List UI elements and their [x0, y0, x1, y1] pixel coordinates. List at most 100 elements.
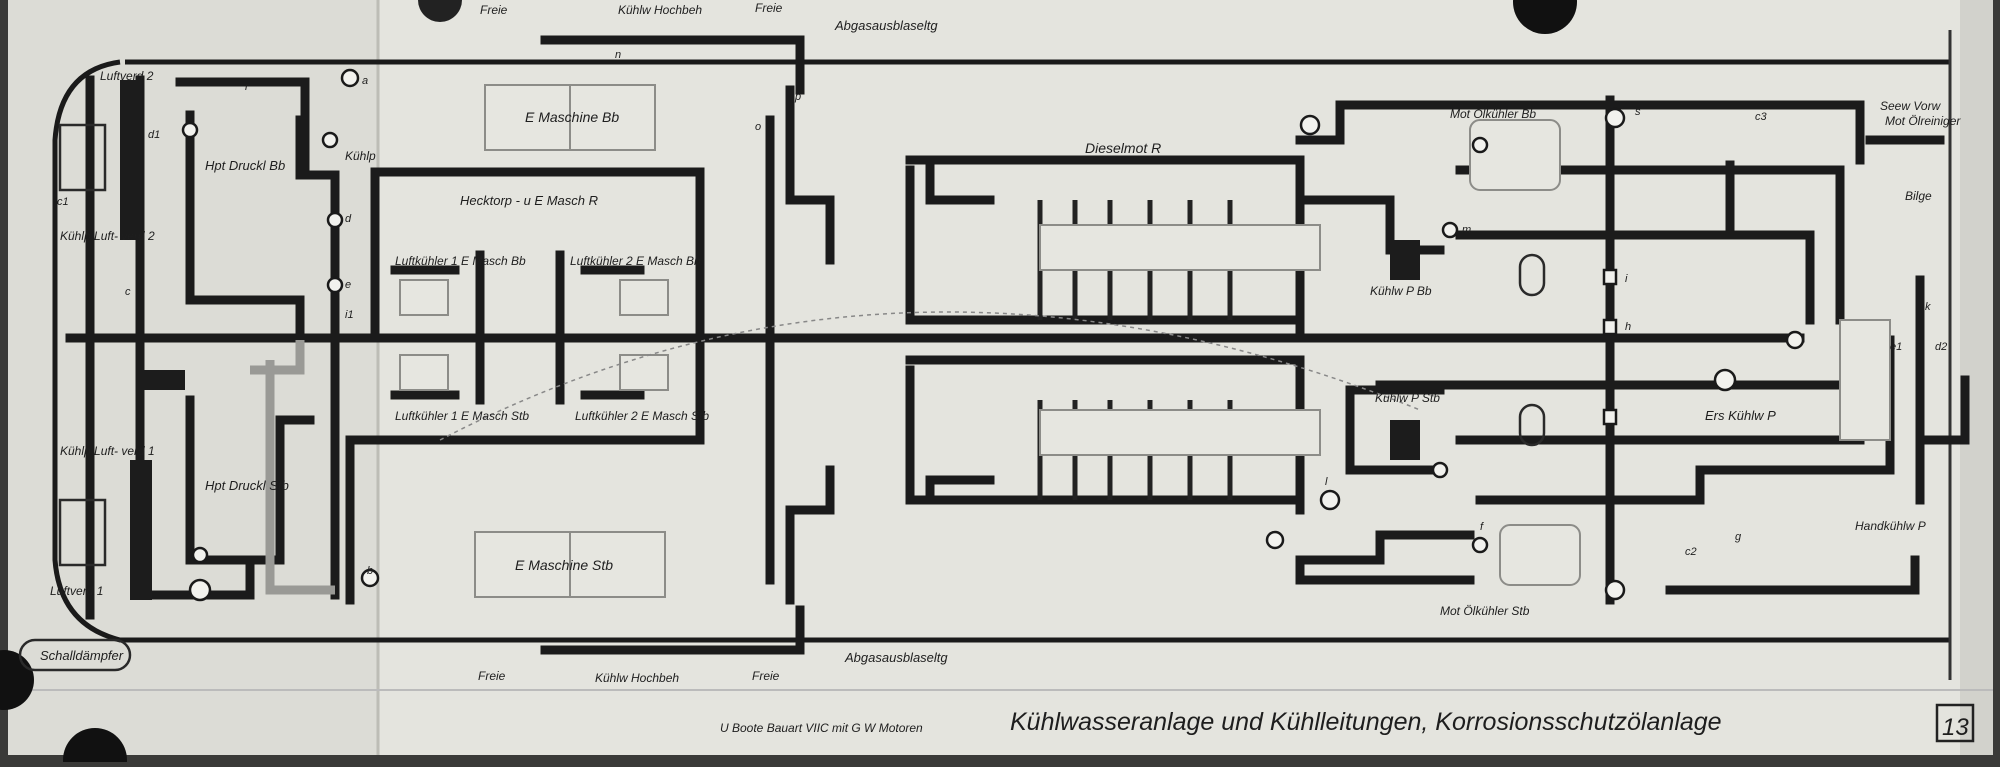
label-kuehlw-p-stb: Kühlw P Stb [1375, 391, 1440, 405]
bb-supply-pipe [175, 77, 340, 600]
schalldaempfer-body [18, 638, 132, 672]
label-ers-kuehlw-p: Ers Kühlw P [1705, 408, 1776, 423]
gray-bypass-pipe [250, 340, 305, 375]
letter-c: c [125, 286, 131, 298]
valve-i-bb [1602, 268, 1618, 286]
valve-b [360, 568, 380, 588]
label-hpt-druckl-bb: Hpt Druckl Bb [205, 158, 285, 173]
luftverd-2-block [120, 80, 142, 240]
diagram-caption: Kühlwasseranlage und Kühlleitungen, Korr… [1010, 708, 1722, 736]
luftkuehler-2-bb-box [619, 279, 669, 316]
label-e-maschine-stb: E Maschine Stb [515, 557, 613, 573]
letter-g: g [1735, 531, 1742, 543]
diesel-stb-loop [905, 365, 1305, 505]
diesel-stb-block [1039, 409, 1321, 456]
label-seew-vorw: Seew Vorw [1880, 99, 1942, 113]
letter-f: f [1480, 521, 1484, 533]
letter-r: r [245, 81, 250, 93]
valve-oelkuehler-stb [1471, 536, 1489, 554]
valve-e [326, 276, 344, 294]
label-freie-top2: Freie [755, 1, 783, 15]
luftverd-1-block [130, 460, 152, 600]
valve-r-bb [1299, 114, 1321, 136]
sheet-number-box [1935, 703, 1975, 743]
valve-a-bb [1604, 107, 1626, 129]
label-luftverd2: Luftverd 2 [100, 69, 154, 83]
diesel-manifold-pipes [925, 155, 995, 505]
valve-m-bb [1441, 221, 1459, 239]
label-luftkuehler2-stb: Luftkühler 2 E Masch Stb [575, 409, 709, 423]
diesel-stb-header [905, 355, 1305, 515]
stb-loop-pipe [185, 395, 315, 565]
label-mot-oelkuehler-bb: Mot Ölkühler Bb [1450, 107, 1536, 121]
label-hecktorp: Hecktorp - u E Masch R [460, 193, 598, 208]
luftkuehler-pipes [475, 250, 565, 405]
letter-e: e [345, 279, 351, 291]
label-abgas-bottom: Abgasausblaseltg [844, 650, 948, 665]
hull-outline [52, 59, 1950, 643]
label-freie-top: Freie [480, 3, 508, 17]
kuehlw-p-stb-block [1390, 420, 1420, 460]
e-masch-stb-pipe [345, 333, 705, 605]
letter-i: i [1625, 273, 1628, 285]
letter-d1: d1 [148, 129, 160, 141]
e-masch-bb-pipe [370, 167, 705, 343]
kuehlw-p-bb-block [1390, 240, 1420, 280]
letter-c1: c1 [57, 196, 69, 208]
letter-l: l [1325, 476, 1328, 488]
pin-hole-bottom [63, 728, 127, 767]
exhaust-top-pipe [540, 35, 805, 95]
letter-d2: d2 [1935, 341, 1947, 353]
ers-kuehlw-pump [1713, 368, 1737, 392]
stb-oil-cooler-pipe [1295, 530, 1475, 585]
reference-curve [439, 311, 1421, 441]
exhaust-bottom-pipe [540, 605, 805, 655]
luftverd-2-cylinder [58, 123, 107, 192]
letter-m: m [1462, 224, 1471, 236]
label-freie-bottom: Freie [478, 669, 506, 683]
label-kuehlp-luftverd2: Kühlp Luft- verd 2 [60, 229, 155, 243]
luftkuehler-2-stb-box [619, 354, 669, 391]
valve-a-stb [1604, 579, 1626, 601]
gray-return-pipe [265, 360, 335, 595]
letter-b: b [367, 565, 373, 577]
luftkuehler-cross-pipes [390, 265, 645, 400]
letter-d: d [345, 213, 352, 225]
luftverd-1-cylinder [58, 498, 107, 567]
bb-seawater-pipe [1295, 100, 1865, 165]
valve-m-stb [1431, 461, 1449, 479]
letter-c2: c2 [1685, 546, 1697, 558]
label-luftkuehler1-bb: Luftkühler 1 E Masch Bb [395, 254, 526, 268]
label-kuehlw-hochbeh-top: Kühlw Hochbeh [618, 3, 702, 17]
letter-h: h [1625, 321, 1631, 333]
valve-e-right [1785, 330, 1805, 350]
bilge-return-pipe [1665, 555, 1920, 595]
bb-lower-right [1455, 230, 1815, 325]
diesel-bb-loop [905, 165, 1305, 325]
mot-oelkuehler-stb-box [1499, 524, 1581, 586]
label-handkuehlw-p: Handkühlw P [1855, 519, 1926, 533]
letter-s: s [1635, 106, 1641, 118]
mot-oelkuehler-bb-box [1469, 119, 1561, 191]
label-schalldaempfer: Schalldämpfer [40, 648, 124, 663]
bb-header-right [1455, 165, 1845, 325]
handkuehlw-pipe [1915, 275, 1970, 505]
label-freie-bottom2: Freie [752, 669, 780, 683]
letter-i1: i1 [345, 309, 354, 321]
label-luftkuehler1-stb: Luftkühler 1 E Masch Stb [395, 409, 529, 423]
label-hpt-druckl-stb: Hpt Druckl Stb [205, 478, 289, 493]
valve-d [326, 211, 344, 229]
sheet-number: 13 [1942, 714, 1969, 741]
letter-e1: e1 [1890, 341, 1902, 353]
luftkuehler-1-bb-box [399, 279, 449, 316]
letter-k: k [1925, 301, 1931, 313]
diesel-bb-header [905, 155, 1305, 335]
tank-bb [1518, 253, 1546, 297]
valve-oelkuehler-bb [1471, 136, 1489, 154]
diagram-subcaption: U Boote Bauart VIIC mit G W Motoren [720, 721, 923, 735]
label-abgas-top: Abgasausblaseltg [834, 18, 938, 33]
exhaust-bottom-riser [785, 465, 835, 605]
kuehlw-p-stb-pipe [1345, 385, 1445, 475]
valve-a-top [340, 68, 360, 88]
